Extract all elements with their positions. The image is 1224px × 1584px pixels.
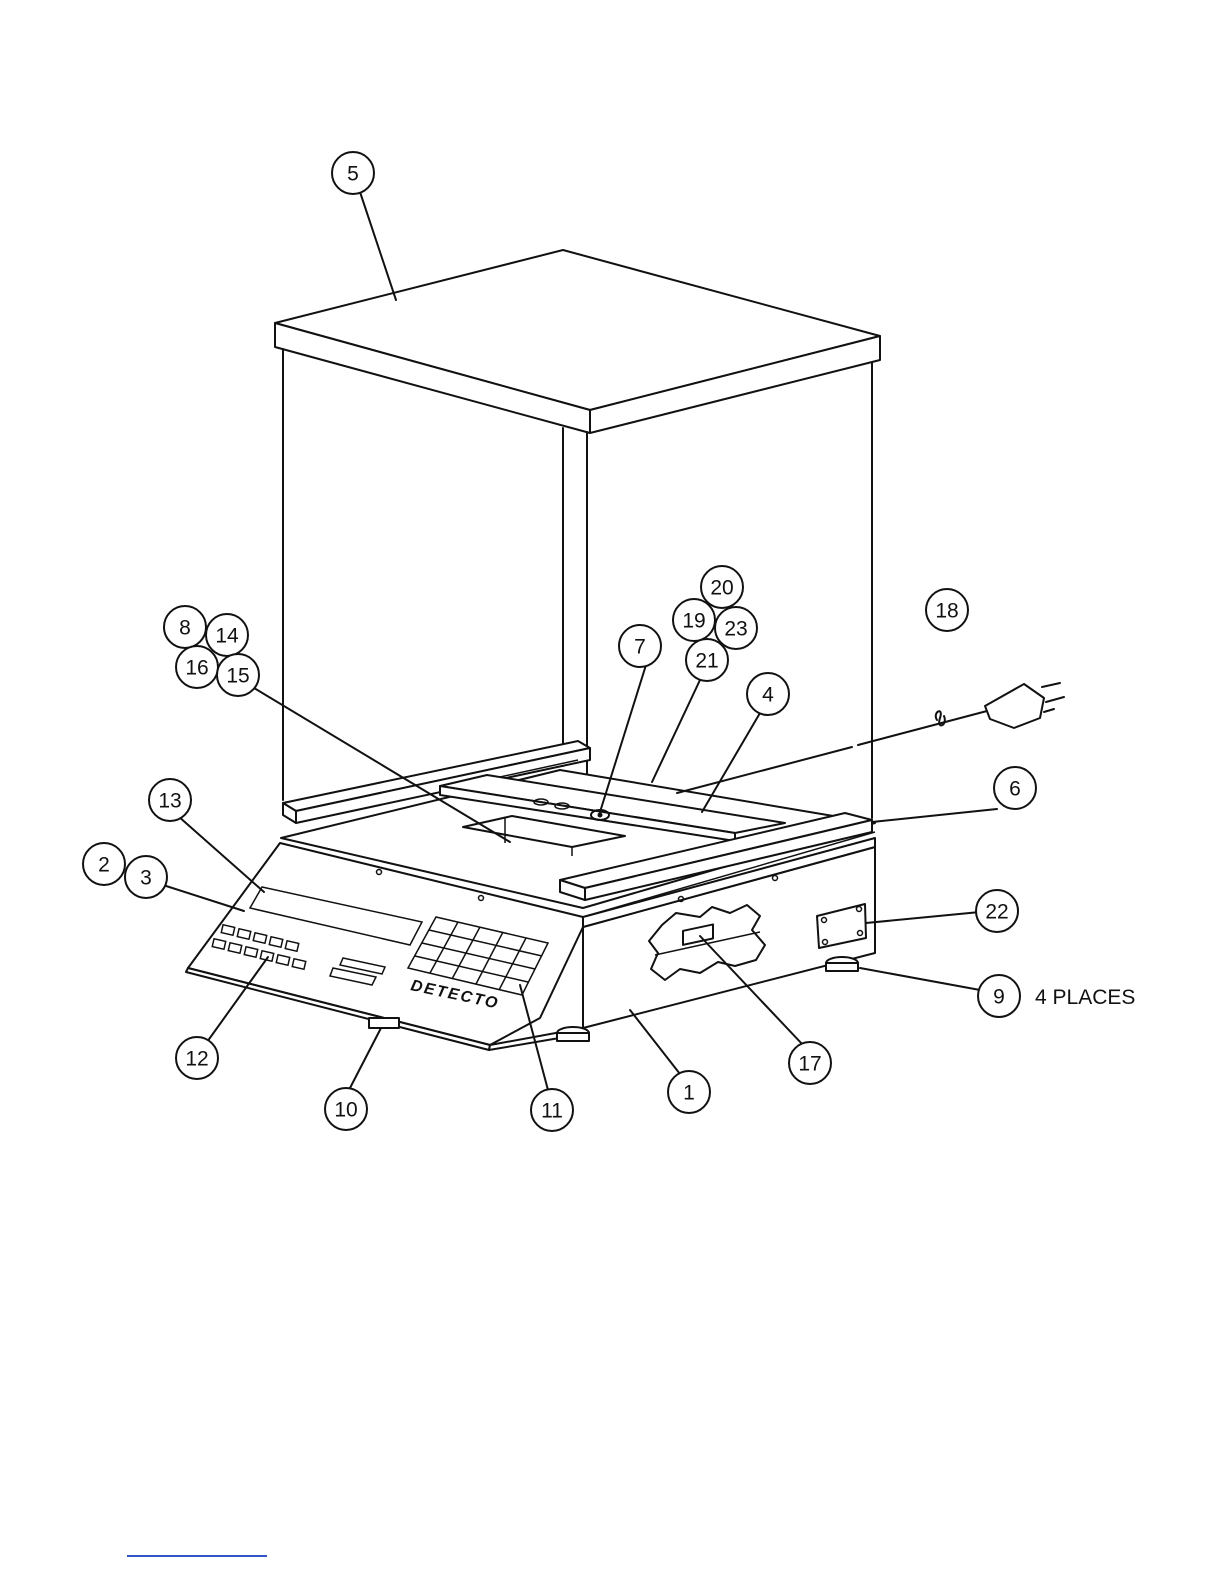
- svg-text:14: 14: [215, 625, 239, 648]
- callout-21: 21: [686, 639, 728, 681]
- svg-text:11: 11: [541, 1100, 563, 1123]
- svg-text:18: 18: [935, 600, 958, 623]
- svg-text:2: 2: [98, 854, 110, 877]
- callout-22: 22: [976, 890, 1018, 932]
- callout-4: 4: [747, 673, 789, 715]
- svg-text:16: 16: [185, 657, 208, 680]
- svg-text:8: 8: [179, 617, 191, 640]
- svg-text:10: 10: [334, 1099, 357, 1122]
- svg-text:20: 20: [710, 577, 733, 600]
- svg-text:17: 17: [798, 1053, 821, 1076]
- svg-text:3: 3: [140, 867, 152, 890]
- svg-text:21: 21: [695, 650, 718, 673]
- svg-text:1: 1: [683, 1082, 695, 1105]
- callout-15: 15: [217, 654, 259, 696]
- svg-text:23: 23: [724, 618, 747, 641]
- callout-8: 8: [164, 606, 206, 648]
- callout-17: 17: [789, 1042, 831, 1084]
- svg-text:9: 9: [993, 986, 1005, 1009]
- callout-19: 19: [673, 599, 715, 641]
- svg-text:13: 13: [158, 790, 181, 813]
- callout-20: 20: [701, 566, 743, 608]
- callout-6: 6: [994, 767, 1036, 809]
- callout-9: 9: [978, 975, 1020, 1017]
- callout-18: 18: [926, 589, 968, 631]
- places-note: 4 PLACES: [1035, 986, 1135, 1009]
- callout-13: 13: [149, 779, 191, 821]
- callout-1: 1: [668, 1071, 710, 1113]
- footer-rule: [127, 1555, 267, 1557]
- callout-2: 2: [83, 843, 125, 885]
- svg-text:6: 6: [1009, 778, 1021, 801]
- callout-11: 11: [531, 1089, 573, 1131]
- svg-text:7: 7: [634, 636, 646, 659]
- svg-text:12: 12: [185, 1048, 208, 1071]
- svg-text:15: 15: [226, 665, 249, 688]
- callout-23: 23: [715, 607, 757, 649]
- callout-3: 3: [125, 856, 167, 898]
- callout-7: 7: [619, 625, 661, 667]
- svg-text:5: 5: [347, 163, 359, 186]
- svg-text:22: 22: [985, 901, 1008, 924]
- callout-10: 10: [325, 1088, 367, 1130]
- callout-14: 14: [206, 614, 248, 656]
- callout-16: 16: [176, 646, 218, 688]
- svg-text:19: 19: [682, 610, 705, 633]
- svg-text:4: 4: [762, 684, 774, 707]
- callout-12: 12: [176, 1037, 218, 1079]
- callout-5: 5: [332, 152, 374, 194]
